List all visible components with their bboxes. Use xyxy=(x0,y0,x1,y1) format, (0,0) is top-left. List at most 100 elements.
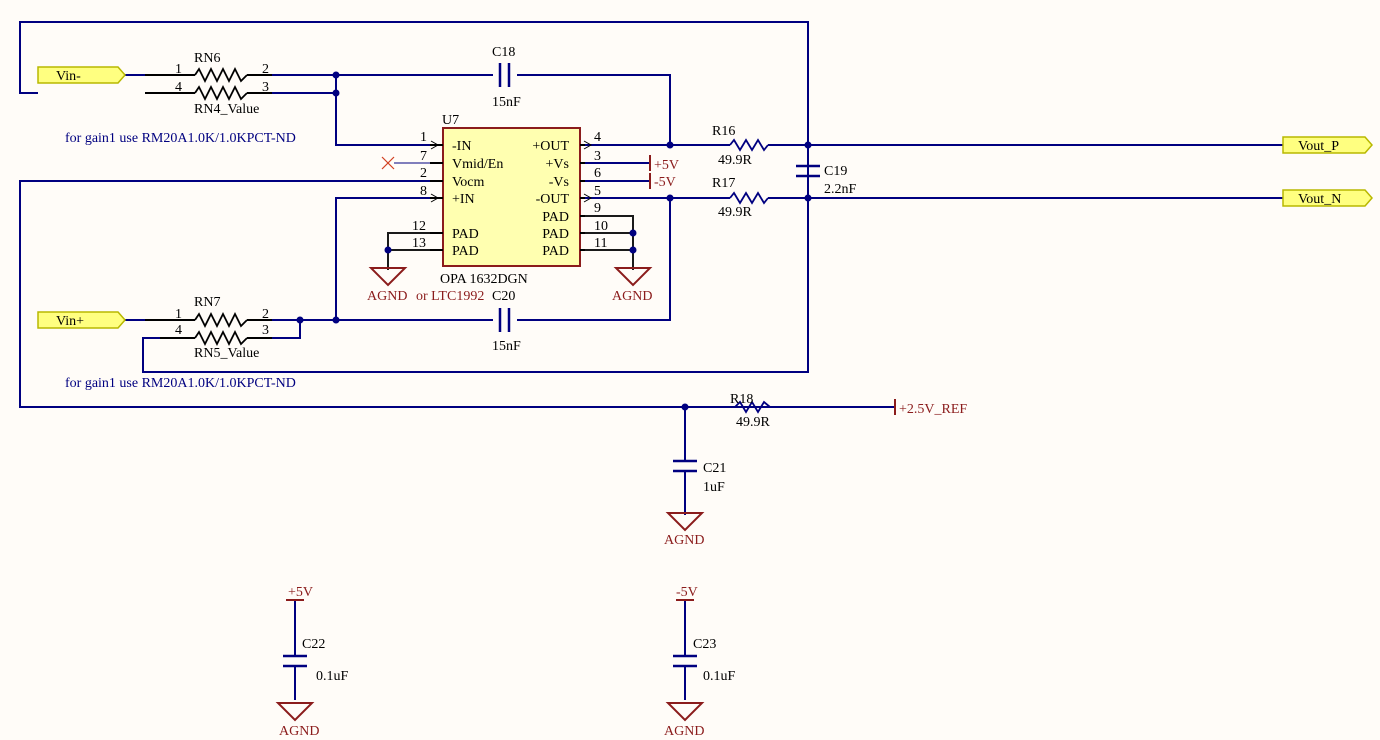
ic-u7[interactable]: U7 OPA 1632DGN or LTC1992 1 7 2 8 12 13 xyxy=(381,113,608,304)
u7-pin-name-pad-9: PAD xyxy=(542,210,569,225)
agnd-label-left: AGND xyxy=(367,289,407,304)
resistor-network-rn7[interactable]: RN7 1 2 4 3 RN5_Value xyxy=(145,295,272,361)
capacitor-c21[interactable]: C21 1uF xyxy=(673,459,726,495)
r17-value: 49.9R xyxy=(718,205,753,220)
plus5-label-opamp: +5V xyxy=(654,158,679,173)
u7-pin-name-pad-13: PAD xyxy=(452,244,479,259)
u7-pin-num-8: 8 xyxy=(420,184,427,199)
capacitor-c18[interactable]: C18 15nF xyxy=(492,45,521,110)
u7-pin-name-vs-plus: +Vs xyxy=(546,157,569,172)
port-vin-minus-label: Vin- xyxy=(56,69,81,84)
rn7-pin-4: 4 xyxy=(175,323,182,338)
u7-pin-name-pad-12: PAD xyxy=(452,227,479,242)
r18-designator: R18 xyxy=(730,392,753,407)
u7-pin-num-1: 1 xyxy=(420,130,427,145)
capacitor-c19[interactable]: C19 2.2nF xyxy=(796,164,857,197)
gain-note-top: for gain1 use RM20A1.0K/1.0KPCT-ND xyxy=(65,131,296,146)
gain-note-bottom: for gain1 use RM20A1.0K/1.0KPCT-ND xyxy=(65,376,296,391)
capacitor-c22[interactable]: C22 0.1uF xyxy=(283,637,349,684)
u7-designator: U7 xyxy=(442,113,459,128)
resistor-r18[interactable]: R18 49.9R xyxy=(730,392,771,430)
port-vin-plus[interactable]: Vin+ xyxy=(37,311,126,329)
rn6-designator: RN6 xyxy=(194,51,220,66)
u7-pin-name-vocm: Vocm xyxy=(452,175,485,190)
power-minus5-decoupling: -5V xyxy=(676,585,698,601)
agnd-label-c21: AGND xyxy=(664,533,704,548)
port-vin-minus[interactable]: Vin- xyxy=(37,66,126,84)
agnd-symbol-c23: AGND xyxy=(664,702,704,739)
port-vin-plus-label: Vin+ xyxy=(56,314,84,329)
pad-wiring xyxy=(387,215,634,270)
agnd-label-right: AGND xyxy=(612,289,652,304)
u7-pin-name-pad-11: PAD xyxy=(542,244,569,259)
resistor-r16[interactable]: R16 49.9R xyxy=(712,124,769,168)
c21-designator: C21 xyxy=(703,461,726,476)
u7-pin-name-vs-minus: -Vs xyxy=(549,175,569,190)
c20-designator: C20 xyxy=(492,289,515,304)
rn5-value: RN5_Value xyxy=(194,346,259,361)
u7-pin-name-in-minus: -IN xyxy=(452,139,471,154)
wires xyxy=(19,21,1283,700)
agnd-symbol-left: AGND xyxy=(367,267,407,304)
ref-label: +2.5V_REF xyxy=(899,402,967,417)
port-vout-n[interactable]: Vout_N xyxy=(1282,189,1373,207)
agnd-label-c22: AGND xyxy=(279,724,319,739)
power-ref: +2.5V_REF xyxy=(894,399,967,417)
r17-designator: R17 xyxy=(712,176,735,191)
capacitor-c23[interactable]: C23 0.1uF xyxy=(673,637,736,684)
c19-designator: C19 xyxy=(824,164,847,179)
capacitor-c20[interactable]: C20 15nF xyxy=(492,289,521,354)
rn7-pin-2: 2 xyxy=(262,307,269,322)
u7-pin-num-11: 11 xyxy=(594,236,607,251)
u7-pin-num-4: 4 xyxy=(594,130,601,145)
c22-designator: C22 xyxy=(302,637,325,652)
rn7-pin-3: 3 xyxy=(262,323,269,338)
c20-value: 15nF xyxy=(492,339,521,354)
rn6-pin-3: 3 xyxy=(262,80,269,95)
c23-value: 0.1uF xyxy=(703,669,736,684)
u7-pin-name-in-plus: +IN xyxy=(452,192,475,207)
u7-part: OPA 1632DGN xyxy=(440,272,528,287)
u7-pin-name-out-plus: +OUT xyxy=(532,139,569,154)
port-vout-n-label: Vout_N xyxy=(1298,192,1341,207)
c23-designator: C23 xyxy=(693,637,716,652)
u7-pin-num-9: 9 xyxy=(594,201,601,216)
power-minus5-opamp: -5V xyxy=(649,173,676,190)
u7-pin-num-7: 7 xyxy=(420,149,427,164)
r16-value: 49.9R xyxy=(718,153,753,168)
u7-pin-num-10: 10 xyxy=(594,219,608,234)
c19-value: 2.2nF xyxy=(824,182,857,197)
power-plus5-opamp: +5V xyxy=(649,155,679,173)
rn6-pin-1: 1 xyxy=(175,62,182,77)
u7-pin-num-13: 13 xyxy=(412,236,426,251)
rn7-designator: RN7 xyxy=(194,295,220,310)
u7-pin-num-6: 6 xyxy=(594,166,601,181)
u7-pin-name-vmid: Vmid/En xyxy=(452,157,503,172)
c18-value: 15nF xyxy=(492,95,521,110)
u7-pin-num-2: 2 xyxy=(420,166,427,181)
power-plus5-decoupling: +5V xyxy=(286,585,313,601)
rn4-value: RN4_Value xyxy=(194,102,259,117)
minus5-label-opamp: -5V xyxy=(654,175,676,190)
port-vout-p[interactable]: Vout_P xyxy=(1282,136,1373,154)
agnd-symbol-c21: AGND xyxy=(664,512,704,548)
rn7-pin-1: 1 xyxy=(175,307,182,322)
u7-pin-num-3: 3 xyxy=(594,149,601,164)
agnd-label-c23: AGND xyxy=(664,724,704,739)
u7-pin-num-12: 12 xyxy=(412,219,426,234)
rn6-pin-2: 2 xyxy=(262,62,269,77)
u7-pin-name-out-minus: -OUT xyxy=(536,192,570,207)
r16-designator: R16 xyxy=(712,124,735,139)
u7-alt-part: or LTC1992 xyxy=(416,289,484,304)
plus5-label-decoupling: +5V xyxy=(288,585,313,600)
agnd-symbol-right: AGND xyxy=(612,267,652,304)
u7-pin-num-5: 5 xyxy=(594,184,601,199)
resistor-r17[interactable]: R17 49.9R xyxy=(712,176,769,220)
c21-value: 1uF xyxy=(703,480,725,495)
r18-value: 49.9R xyxy=(736,415,771,430)
c22-value: 0.1uF xyxy=(316,669,349,684)
c18-designator: C18 xyxy=(492,45,515,60)
resistor-network-rn6[interactable]: RN6 1 2 4 3 RN4_Value xyxy=(145,51,272,117)
u7-pin-name-pad-10: PAD xyxy=(542,227,569,242)
